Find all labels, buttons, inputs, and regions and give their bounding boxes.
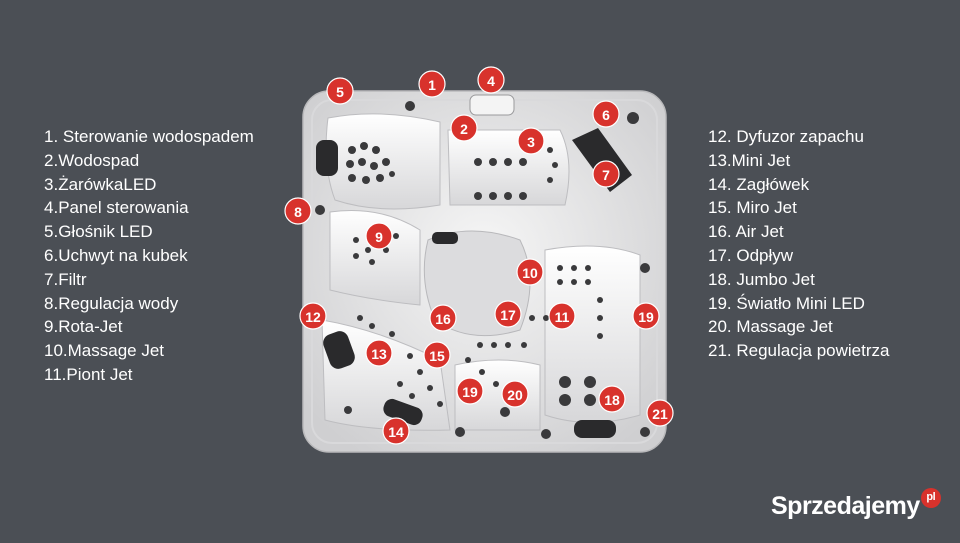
svg-text:5: 5 — [336, 84, 344, 100]
marker-11: 11 — [548, 302, 576, 330]
svg-text:2: 2 — [460, 121, 468, 137]
svg-text:9: 9 — [375, 229, 383, 245]
legend-item: 7.Filtr — [44, 269, 87, 289]
marker-1: 1 — [418, 70, 446, 98]
marker-10: 10 — [516, 258, 544, 286]
control-panel-shape — [469, 94, 515, 116]
marker-18: 18 — [598, 385, 626, 413]
headrest-top-left — [316, 140, 338, 176]
watermark-badge: pl — [920, 488, 941, 508]
svg-text:1: 1 — [428, 77, 436, 93]
svg-text:19: 19 — [462, 384, 478, 400]
marker-17: 17 — [494, 300, 522, 328]
svg-text:17: 17 — [500, 307, 516, 323]
svg-text:13: 13 — [371, 346, 387, 362]
marker-13: 13 — [365, 339, 393, 367]
legend-item: 13.Mini Jet — [708, 150, 791, 170]
legend-item: 14. Zagłówek — [708, 174, 810, 194]
marker-9: 9 — [365, 222, 393, 250]
legend-item: 1. Sterowanie wodospadem — [44, 127, 254, 146]
jets-group — [315, 101, 650, 439]
legend-item: 4.Panel sterowania — [44, 198, 189, 218]
svg-text:8: 8 — [294, 204, 302, 220]
legend-item: 18. Jumbo Jet — [708, 269, 815, 289]
marker-16: 16 — [429, 304, 457, 332]
marker-19b: 19 — [632, 302, 660, 330]
svg-text:3: 3 — [527, 134, 535, 150]
svg-text:18: 18 — [604, 392, 620, 408]
legend-item: 19. Światło Mini LED — [708, 293, 865, 313]
svg-text:7: 7 — [602, 167, 610, 183]
svg-text:14: 14 — [388, 424, 404, 440]
seat-bottom-left — [321, 319, 451, 431]
marker-20: 20 — [501, 380, 529, 408]
marker-14: 14 — [382, 417, 410, 445]
svg-text:20: 20 — [507, 387, 523, 403]
marker-19a: 19 — [456, 377, 484, 405]
marker-12: 12 — [299, 302, 327, 330]
headrest-left — [323, 331, 355, 369]
marker-3: 3 — [517, 127, 545, 155]
legend-left-list: 1. Sterowanie wodospadem 2.Wodospad 3.Ża… — [44, 125, 254, 387]
marker-15: 15 — [423, 341, 451, 369]
svg-text:11: 11 — [555, 309, 570, 325]
legend-item: 5.Głośnik LED — [44, 222, 153, 242]
svg-text:6: 6 — [602, 107, 610, 123]
svg-text:10: 10 — [522, 265, 538, 281]
legend-item: 6.Uchwyt na kubek — [44, 245, 188, 265]
legend-item: 9.Rota-Jet — [44, 317, 123, 337]
marker-7: 7 — [592, 160, 620, 188]
svg-text:19: 19 — [638, 309, 654, 325]
legend-item: 11.Piont Jet — [44, 364, 133, 384]
marker-2: 2 — [450, 114, 478, 142]
legend-item: 17. Odpływ — [708, 245, 794, 265]
svg-text:16: 16 — [435, 311, 451, 327]
legend-right-list: 12. Dyfuzor zapachu 13.Mini Jet 14. Zagł… — [708, 125, 889, 363]
legend-item: 8.Regulacja wody — [44, 293, 179, 313]
svg-text:4: 4 — [487, 73, 495, 89]
legend-item: 15. Miro Jet — [708, 198, 797, 218]
headrest-bottom — [383, 398, 423, 426]
marker-8: 8 — [284, 197, 312, 225]
svg-text:12: 12 — [305, 309, 321, 325]
legend-item: 12. Dyfuzor zapachu — [708, 127, 864, 146]
marker-5: 5 — [326, 77, 354, 105]
svg-text:21: 21 — [652, 406, 668, 422]
legend-item: 21. Regulacja powietrza — [708, 341, 890, 361]
marker-6: 6 — [592, 100, 620, 128]
headrest-bottom-right — [574, 420, 616, 438]
legend-item: 20. Massage Jet — [708, 317, 833, 337]
legend-item: 10.Massage Jet — [44, 341, 165, 361]
headrest-footwell — [432, 232, 458, 244]
legend-item: 2.Wodospad — [44, 150, 140, 170]
svg-text:15: 15 — [429, 348, 445, 364]
legend-item: 3.ŻarówkaLED — [44, 174, 157, 194]
legend-item: 16. Air Jet — [708, 222, 784, 242]
marker-4: 4 — [477, 66, 505, 94]
marker-21: 21 — [646, 399, 674, 427]
